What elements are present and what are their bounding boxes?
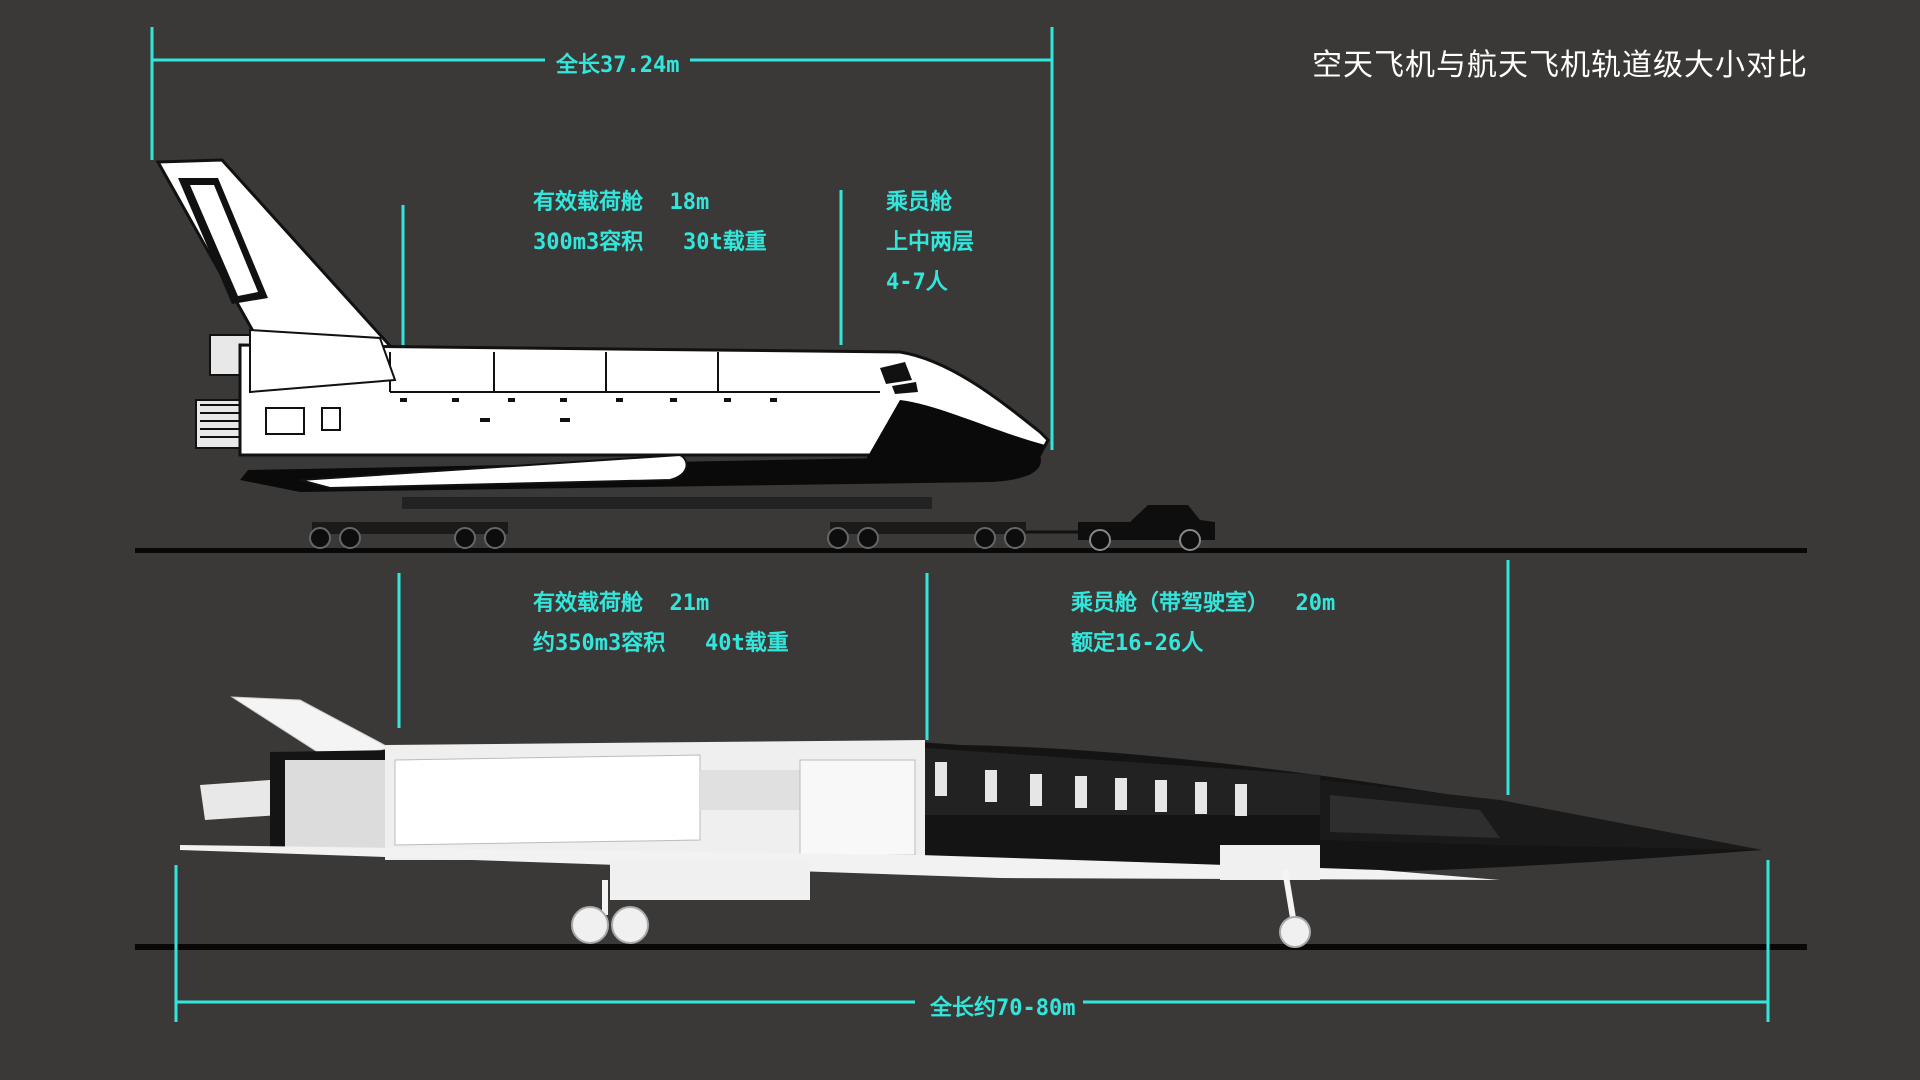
- spaceplane-payload-line2: 约350m3容积 40t载重: [533, 631, 789, 656]
- page-title: 空天飞机与航天飞机轨道级大小对比: [1312, 48, 1808, 83]
- space-shuttle-illustration: [155, 158, 1215, 551]
- shuttle-payload-line1: 有效载荷舱 18m: [533, 190, 710, 215]
- shuttle-section-markers: [401, 190, 843, 345]
- shuttle-crew-line3: 4-7人: [886, 270, 948, 295]
- spaceplane-ground-line: [135, 944, 1807, 950]
- spaceplane-section-markers: [397, 560, 1510, 795]
- spaceplane-illustration: [180, 696, 1762, 948]
- shuttle-ground-line: [135, 548, 1807, 553]
- shuttle-payload-line2: 300m3容积 30t载重: [533, 230, 767, 255]
- spaceplane-crew-line2: 额定16-26人: [1071, 631, 1204, 656]
- spaceplane-length-dimension: [174, 860, 1770, 1022]
- spaceplane-payload-line1: 有效载荷舱 21m: [533, 591, 710, 616]
- spaceplane-length-label: 全长约70-80m: [922, 990, 1084, 1022]
- spaceplane-crew-line1: 乘员舱（带驾驶室） 20m: [1071, 591, 1336, 616]
- shuttle-crew-line2: 上中两层: [886, 230, 975, 255]
- shuttle-length-label: 全长37.24m: [548, 47, 688, 79]
- shuttle-length-dimension: [150, 27, 1054, 450]
- shuttle-crew-line1: 乘员舱: [886, 190, 953, 215]
